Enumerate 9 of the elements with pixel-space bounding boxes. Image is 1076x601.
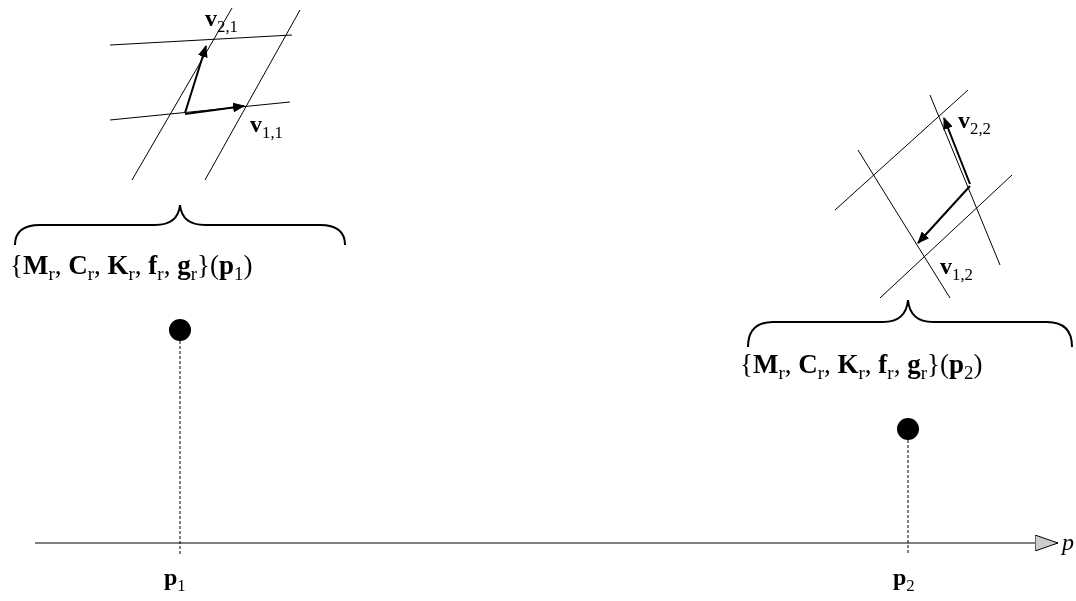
- formula-label: {M$_{r}$, C$_{r}$, K$_{r}$, f$_{r}$, g$_{r}$}(p$_{2}$): [740, 351, 983, 384]
- tick-label: p$_{2}$: [893, 565, 915, 595]
- vector-label: v$_{1,1}$: [250, 112, 283, 142]
- vector-label: v$_{1,2}$: [940, 254, 973, 284]
- vector-label: v$_{2,1}$: [205, 6, 238, 36]
- axis-label: p: [1062, 530, 1074, 554]
- tick-label: p$_{1}$: [164, 565, 186, 595]
- vector-label: v$_{2,2}$: [958, 108, 991, 138]
- formula-label: {M$_{r}$, C$_{r}$, K$_{r}$, f$_{r}$, g$_{r}$}(p$_{1}$): [10, 252, 253, 285]
